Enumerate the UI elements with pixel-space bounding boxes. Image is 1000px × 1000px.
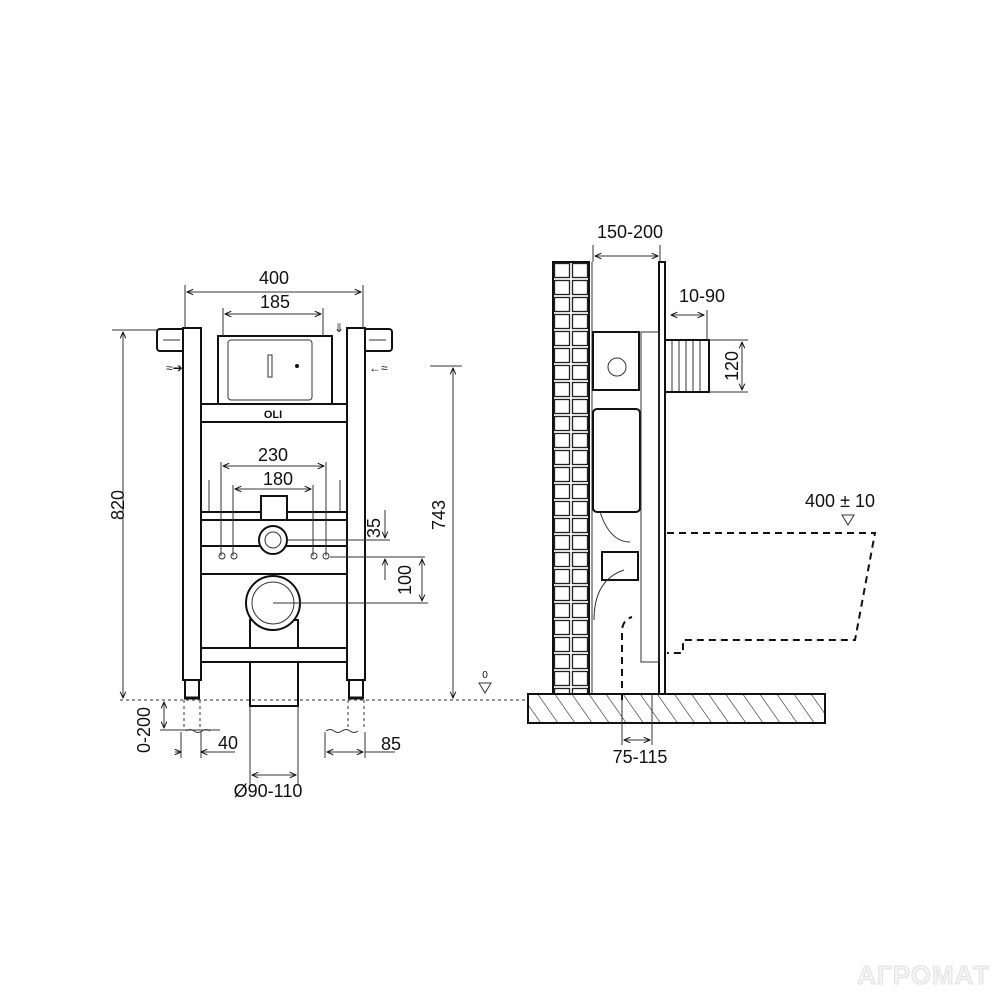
inlet-arrow-right-icon: ←≈ [369,361,388,375]
dim-bolt-inner: 180 [263,469,293,489]
dim-offset-100: 100 [395,565,415,595]
dim-drain-offset: 75-115 [613,747,668,767]
front-view-frame: ≈➔ ←≈ ⇓ OLI [120,321,525,785]
dim-drain-diameter: Ø90-110 [234,781,303,801]
brick-wall [552,261,590,695]
left-foot [184,679,200,699]
toilet-bowl-outline [667,532,877,654]
dim-button-height: 120 [722,351,742,381]
left-upright [182,327,202,681]
dim-wall-depth: 150-200 [597,222,663,242]
dim-bolt-outer: 230 [258,445,288,465]
dim-foot-width: 40 [218,733,238,753]
cistern [217,335,333,405]
watermark: АГРОМАТ [857,960,990,990]
side-dimensions: 150-200 10-90 120 400 ± 10 75-115 [592,222,875,767]
drain-pipe [249,661,299,707]
front-dimensions: 400 185 230 180 35 100 743 820 0 0-200 4… [108,268,492,801]
inlet-arrow-left-icon: ≈➔ [166,361,183,375]
dim-bowl-height: 400 ± 10 [805,491,875,511]
bottom-crossbar [200,647,348,663]
level-triangle-icon [478,682,492,694]
floor-slab [527,693,826,724]
dim-offset-35: 35 [364,518,384,538]
brand-label: OLI [264,409,282,421]
frame-top [592,331,640,391]
dim-foot-extension: 0-200 [134,707,154,753]
dim-height-frame: 743 [429,500,449,530]
right-foot [348,679,364,699]
floor-level-zero: 0 [482,670,488,681]
side-cistern [592,408,641,513]
bowl-level-triangle-icon [841,514,855,526]
right-upright [346,327,366,681]
inlet-fitting [258,525,288,555]
top-crossbar [200,403,348,423]
dim-width-total: 400 [259,268,289,288]
dim-height-total: 820 [108,490,128,520]
dim-cistern-width: 185 [260,292,290,312]
wall-panel [658,261,666,695]
dim-foot-offset: 85 [381,734,401,754]
side-view [527,261,877,724]
dim-button-offset: 10-90 [679,286,725,306]
inlet-arrow-top-icon: ⇓ [334,321,344,335]
